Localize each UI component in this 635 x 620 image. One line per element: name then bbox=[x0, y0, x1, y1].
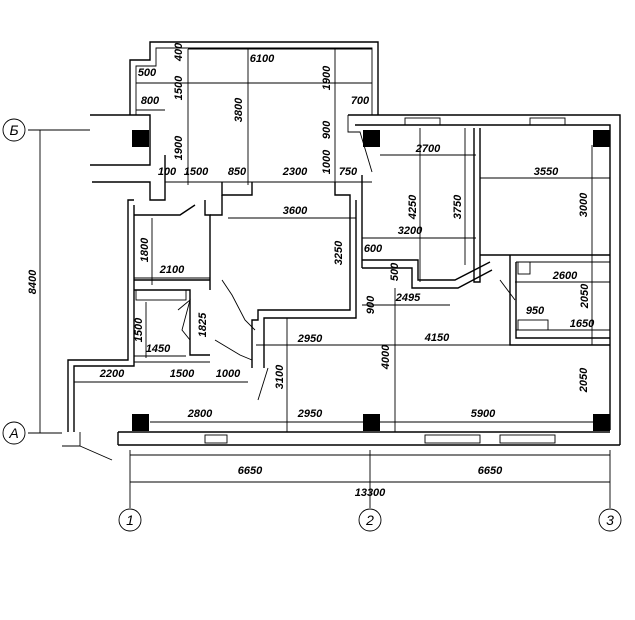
dim-label: 1900 bbox=[321, 65, 333, 90]
dim-label: 1825 bbox=[197, 312, 209, 337]
dim-label: 1000 bbox=[321, 149, 333, 174]
dim-label: 900 bbox=[365, 295, 377, 314]
dim-label: 2050 bbox=[579, 283, 591, 309]
axis-marker-row-bottom: А bbox=[8, 425, 18, 441]
dimension-lines bbox=[28, 48, 611, 508]
dim-label: 3250 bbox=[333, 240, 345, 265]
dim-label: 2100 bbox=[159, 264, 185, 276]
dim-label: 1500 bbox=[184, 166, 209, 178]
dim-label: 1500 bbox=[170, 368, 195, 380]
dim-label: 800 bbox=[141, 95, 160, 107]
axis-marker-col-2: 2 bbox=[365, 512, 374, 528]
dim-label: 700 bbox=[351, 95, 370, 107]
dim-label: 1800 bbox=[139, 237, 151, 262]
dim-label: 100 bbox=[158, 166, 177, 178]
dim-label: 1650 bbox=[570, 318, 595, 330]
dim-label: 3100 bbox=[274, 364, 286, 389]
dim-label: 2495 bbox=[395, 292, 421, 304]
dim-label: 2050 bbox=[578, 367, 590, 393]
column bbox=[363, 414, 380, 431]
column bbox=[363, 130, 380, 147]
dim-label: 850 bbox=[228, 166, 247, 178]
dim-label: 750 bbox=[339, 166, 358, 178]
walls bbox=[62, 41, 621, 461]
total-span-label: 13300 bbox=[355, 487, 386, 499]
dim-label: 3550 bbox=[534, 166, 559, 178]
dim-label: 3200 bbox=[398, 225, 423, 237]
span-right-label: 6650 bbox=[478, 465, 503, 477]
axis-marker-col-3: 3 bbox=[606, 512, 614, 528]
dim-label: 2700 bbox=[415, 143, 441, 155]
column bbox=[593, 414, 610, 431]
dim-label: 400 bbox=[173, 42, 185, 62]
dim-label: 3600 bbox=[283, 205, 308, 217]
dim-label: 2300 bbox=[282, 166, 308, 178]
dim-label: 1000 bbox=[216, 368, 241, 380]
dim-label: 2600 bbox=[552, 270, 578, 282]
dim-label: 600 bbox=[364, 243, 383, 255]
dim-label: 4150 bbox=[424, 332, 450, 344]
column bbox=[132, 130, 149, 147]
dim-label: 900 bbox=[321, 120, 333, 139]
axis-markers: Б А 1 2 3 bbox=[2, 118, 622, 532]
dim-label: 2800 bbox=[187, 408, 213, 420]
dim-label: 5900 bbox=[471, 408, 496, 420]
span-left-label: 6650 bbox=[238, 465, 263, 477]
dim-label: 6100 bbox=[250, 53, 275, 65]
overall-height-label: 8400 bbox=[27, 269, 39, 294]
dim-label: 1450 bbox=[146, 343, 171, 355]
axis-marker-col-1: 1 bbox=[126, 512, 134, 528]
dim-label: 3800 bbox=[233, 97, 245, 122]
dim-label: 500 bbox=[138, 67, 157, 79]
axis-marker-row-top: Б bbox=[9, 122, 18, 138]
dim-label: 500 bbox=[389, 262, 401, 281]
dim-label: 2950 bbox=[297, 408, 323, 420]
dim-label: 1900 bbox=[173, 135, 185, 160]
column bbox=[593, 130, 610, 147]
dim-label: 3000 bbox=[578, 192, 590, 217]
dim-label: 2950 bbox=[297, 333, 323, 345]
dim-label: 1500 bbox=[173, 75, 185, 100]
dimension-labels: 6100 400 500 1500 800 3800 1900 700 1900… bbox=[27, 42, 595, 499]
dim-label: 4000 bbox=[380, 344, 392, 370]
dim-label: 4250 bbox=[407, 194, 419, 220]
dim-label: 1500 bbox=[133, 317, 145, 342]
dim-label: 950 bbox=[526, 305, 545, 317]
dim-label: 2200 bbox=[99, 368, 125, 380]
dim-label: 3750 bbox=[452, 194, 464, 219]
column bbox=[132, 414, 149, 431]
